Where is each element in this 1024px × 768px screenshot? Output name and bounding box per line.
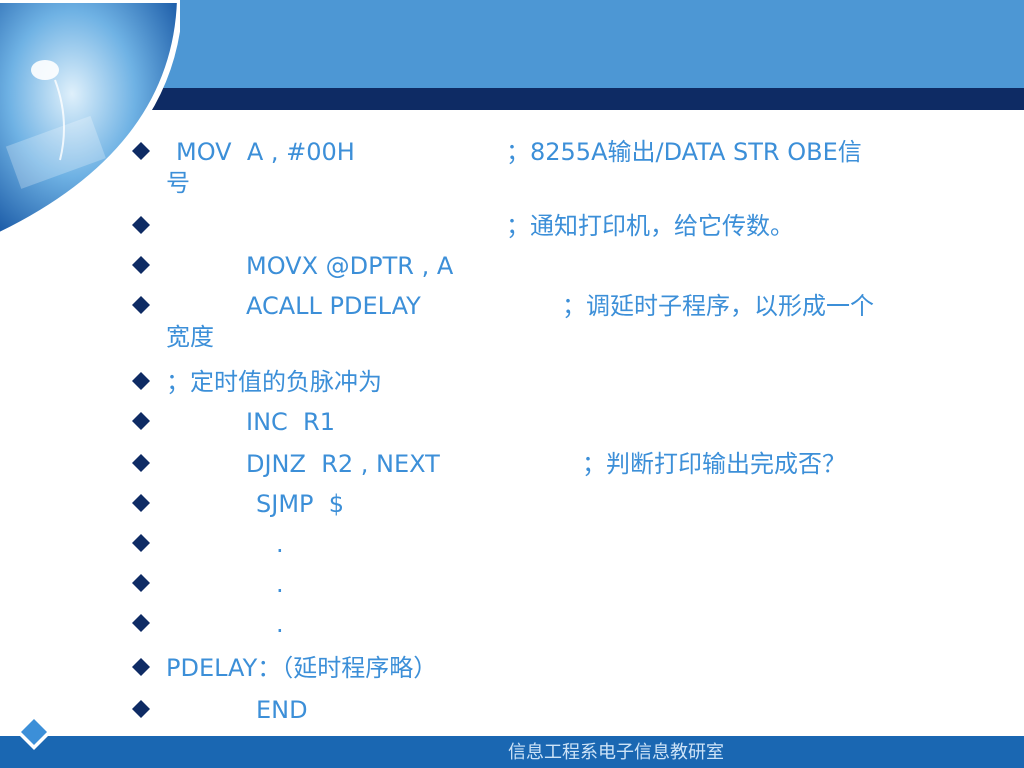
footer-text: 信息工程系电子信息教研室 [508, 742, 724, 763]
code-text: . [276, 570, 284, 598]
diamond-bullet-icon [132, 494, 150, 512]
code-text: SJMP $ [256, 490, 345, 518]
diamond-bullet-icon [132, 372, 150, 390]
code-text: . [276, 610, 284, 638]
diamond-bullet-icon [132, 454, 150, 472]
code-text: MOVX @DPTR , A [246, 252, 454, 280]
code-text: INC R1 [246, 408, 335, 436]
diamond-bullet-icon [132, 296, 150, 314]
corner-decoration-image [0, 0, 180, 235]
diamond-bullet-icon [132, 574, 150, 592]
diamond-bullet-icon [132, 614, 150, 632]
code-text: ACALL PDELAY [246, 292, 421, 320]
diamond-bullet-icon [132, 534, 150, 552]
code-text: PDELAY：（延时程序略） [166, 654, 438, 682]
comment-continuation: 宽度 [166, 323, 214, 351]
diamond-bullet-icon [132, 216, 150, 234]
header-stripe [0, 88, 1024, 110]
comment-text: ；通知打印机，给它传数。 [506, 212, 794, 240]
comment-text: ；调延时子程序，以形成一个 [562, 292, 874, 320]
footer-band [0, 736, 1024, 768]
code-text: END [256, 696, 308, 724]
code-text: DJNZ R2 , NEXT [246, 450, 440, 478]
diamond-bullet-icon [132, 142, 150, 160]
comment-text: ；8255A输出/DATA STR OBE信 [506, 138, 862, 166]
diamond-bullet-icon [132, 256, 150, 274]
diamond-bullet-icon [132, 700, 150, 718]
diamond-logo-icon [16, 714, 52, 750]
code-text: . [276, 530, 284, 558]
diamond-bullet-icon [132, 658, 150, 676]
code-text: ；定时值的负脉冲为 [166, 368, 382, 396]
diamond-bullet-icon [132, 412, 150, 430]
comment-text: ；判断打印输出完成否？ [582, 450, 846, 478]
code-text: MOV A , #00H [176, 138, 355, 166]
comment-continuation: 号 [166, 169, 190, 197]
